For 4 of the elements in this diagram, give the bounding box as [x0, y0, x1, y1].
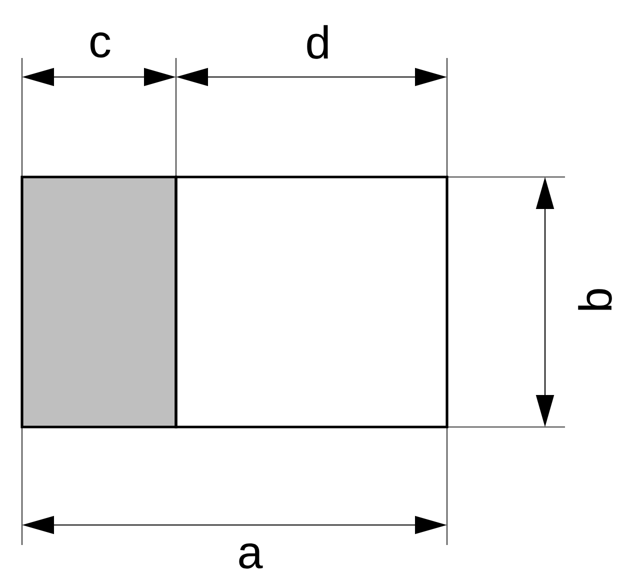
dimension-label: d	[307, 25, 328, 59]
dimension-label: c	[90, 32, 110, 58]
dimension-label: a	[239, 543, 263, 569]
dimension-label: b	[578, 289, 612, 310]
